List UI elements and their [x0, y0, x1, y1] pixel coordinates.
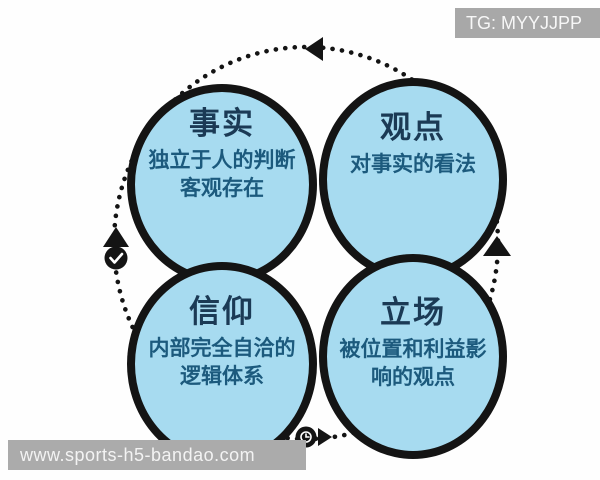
node-position-desc: 被位置和利益影 响的观点 [339, 337, 487, 389]
node-belief-desc: 内部完全自洽的 逻辑体系 [148, 336, 296, 388]
node-fact: 事实 独立于人的判断 客观存在 [127, 84, 317, 285]
node-fact-title: 事实 [189, 106, 255, 141]
watermark-url: www.sports-h5-bandao.com [8, 440, 306, 470]
cycle-arrow-left-icon [305, 37, 323, 61]
cycle-arrow-up-right-icon [483, 236, 511, 256]
cycle-arrow-up-left-icon [103, 227, 129, 247]
node-position: 立场 被位置和利益影 响的观点 [319, 254, 507, 459]
node-fact-desc: 独立于人的判断 客观存在 [148, 148, 296, 200]
node-belief-title: 信仰 [189, 294, 255, 329]
node-viewpoint-desc: 对事实的看法 [350, 152, 476, 176]
node-position-title: 立场 [380, 295, 446, 330]
node-belief: 信仰 内部完全自洽的 逻辑体系 [127, 262, 317, 466]
telegram-badge: TG: MYYJJPP [455, 8, 600, 38]
cycle-arrow-right-icon [318, 428, 332, 446]
node-viewpoint: 观点 对事实的看法 [319, 78, 507, 281]
check-circle-icon [104, 246, 128, 270]
node-viewpoint-title: 观点 [380, 110, 446, 145]
